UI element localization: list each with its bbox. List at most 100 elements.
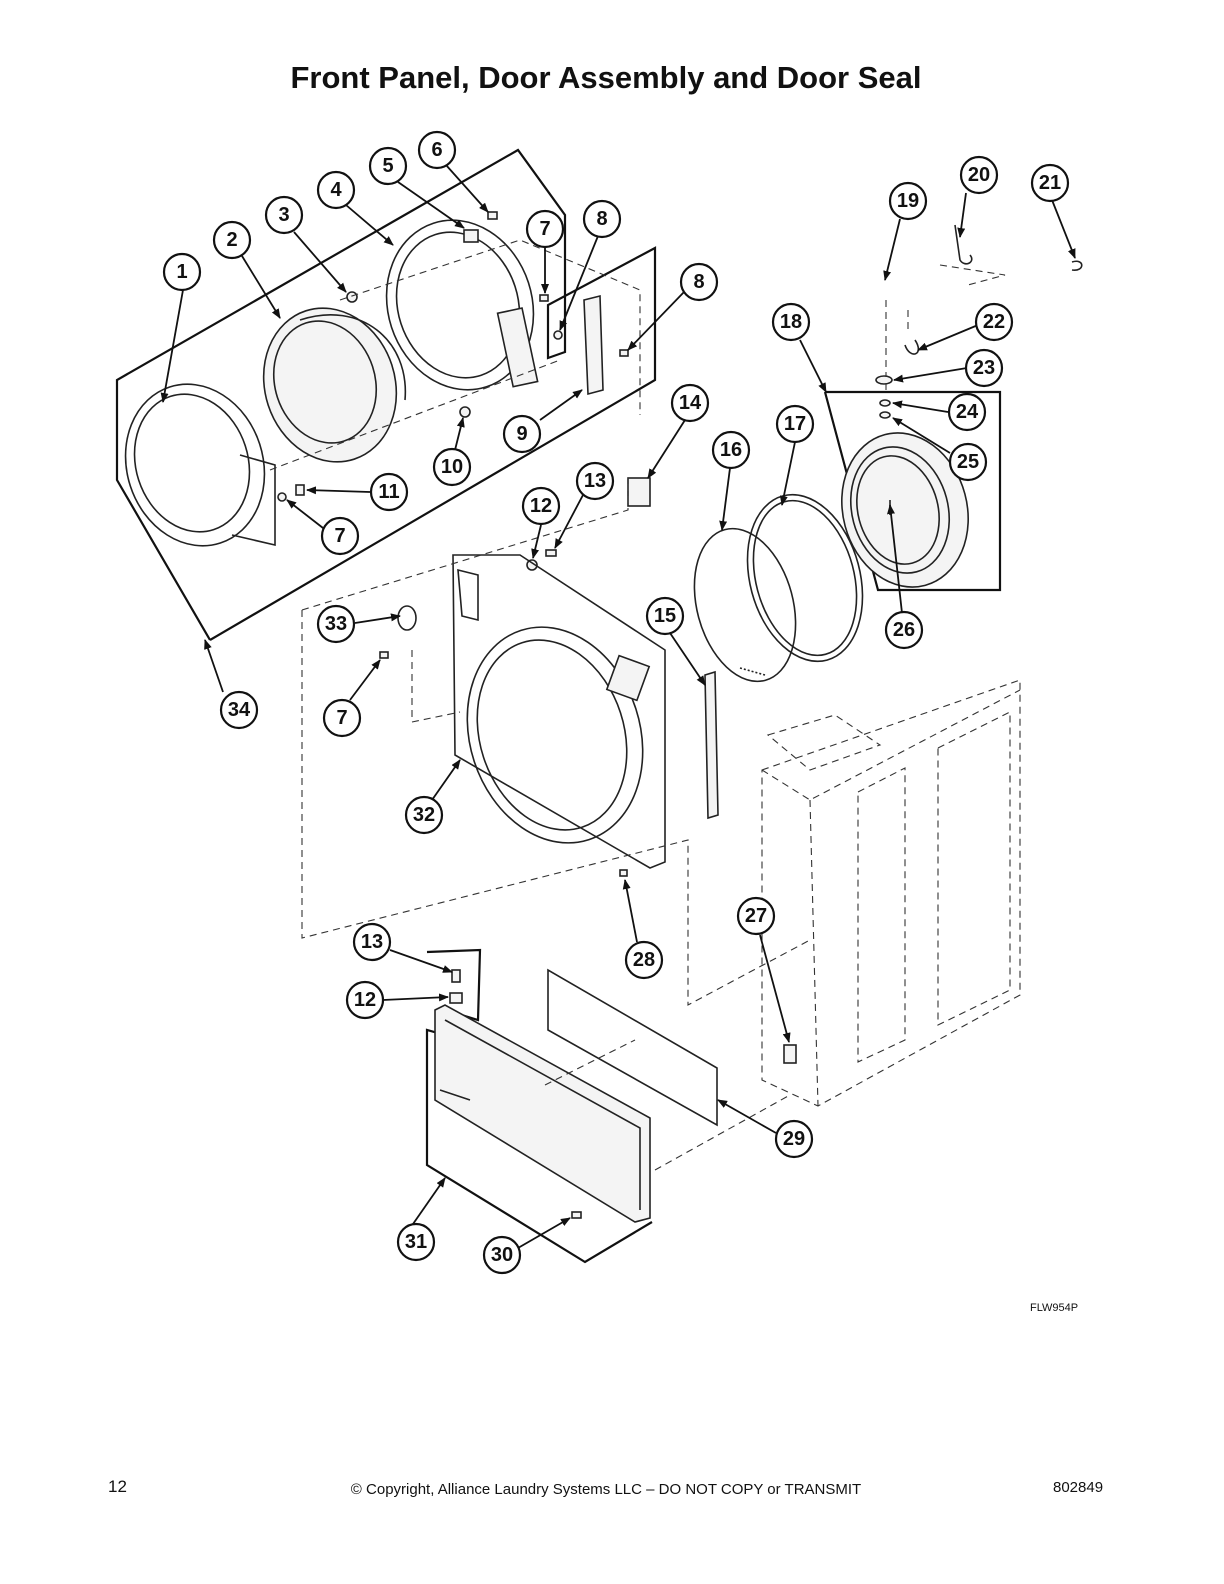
- latch-bracket-part: [627, 477, 651, 507]
- screw-part-28: [619, 869, 628, 877]
- callout-34: 34: [219, 690, 259, 730]
- svg-text:4: 4: [330, 179, 342, 201]
- plug-part-3: [346, 291, 358, 303]
- callout-25: 25: [948, 442, 988, 482]
- callout-17: 17: [775, 404, 815, 444]
- lower-dash: [544, 1039, 791, 1171]
- svg-text:19: 19: [897, 190, 919, 212]
- door-alignment-line-a: [339, 239, 641, 415]
- washer-part-24: [879, 399, 891, 407]
- svg-text:3: 3: [278, 204, 289, 226]
- callout-10: 10: [432, 447, 472, 487]
- svg-text:30: 30: [491, 1244, 513, 1266]
- screw-part-7-upper: [539, 294, 549, 302]
- callout-22: 22: [974, 302, 1014, 342]
- wire-clamp-ring-part: [693, 527, 797, 683]
- svg-text:31: 31: [405, 1231, 427, 1253]
- svg-text:2: 2: [226, 229, 237, 251]
- svg-text:25: 25: [957, 451, 979, 473]
- door-outer-ring-part: [124, 383, 276, 547]
- svg-text:13: 13: [584, 470, 606, 492]
- callout-13-upper: 13: [575, 461, 615, 501]
- hose-dash: [885, 264, 1006, 390]
- screw-part-8-upper: [553, 330, 563, 340]
- drawing-code: FLW954P: [1030, 1302, 1079, 1314]
- clip-part-11: [295, 484, 305, 496]
- svg-text:5: 5: [382, 155, 393, 177]
- callout-27: 27: [736, 896, 776, 936]
- page-title: Front Panel, Door Assembly and Door Seal: [290, 60, 922, 95]
- svg-text:15: 15: [654, 605, 676, 627]
- svg-text:28: 28: [633, 949, 655, 971]
- callout-31: 31: [396, 1222, 436, 1262]
- document-number: 802849: [1053, 1479, 1104, 1496]
- front-panel-part: [452, 554, 666, 869]
- lower-panel-part: [434, 1004, 651, 1223]
- callout-18: 18: [771, 302, 811, 342]
- grommet-part-12-upper: [526, 559, 538, 571]
- callout-14: 14: [670, 383, 710, 423]
- washer-part-23: [875, 375, 893, 385]
- plug-part-10: [459, 406, 471, 418]
- svg-text:12: 12: [530, 495, 552, 517]
- svg-text:8: 8: [596, 208, 607, 230]
- screw-part-6: [487, 211, 498, 220]
- callout-7-hinge: 7: [525, 209, 565, 249]
- svg-text:29: 29: [783, 1128, 805, 1150]
- callout-16: 16: [711, 430, 751, 470]
- door-alignment-line-b: [269, 359, 561, 471]
- vent-hose-part-inner: [880, 237, 1070, 299]
- grommet-part-12-lower: [449, 992, 463, 1004]
- latch-part-27: [783, 1044, 797, 1064]
- callout-7-door: 7: [320, 516, 360, 556]
- svg-text:18: 18: [780, 311, 802, 333]
- svg-text:23: 23: [973, 357, 995, 379]
- hinge-plate-part: [583, 294, 604, 396]
- svg-text:8: 8: [693, 271, 704, 293]
- svg-text:17: 17: [784, 413, 806, 435]
- callout-19: 19: [888, 181, 928, 221]
- screw-part-13-lower: [451, 969, 461, 983]
- svg-text:26: 26: [893, 619, 915, 641]
- svg-text:7: 7: [336, 707, 347, 729]
- svg-text:12: 12: [354, 989, 376, 1011]
- door-assembly-group-outline: [115, 148, 657, 641]
- door-glass-part: [262, 307, 407, 463]
- svg-text:13: 13: [361, 931, 383, 953]
- screw-part-13-upper: [545, 549, 557, 557]
- callout-15: 15: [645, 596, 685, 636]
- callout-12-lower: 12: [345, 980, 385, 1020]
- callout-7-panel: 7: [322, 698, 362, 738]
- callout-29: 29: [774, 1119, 814, 1159]
- clamp-part-21: [1071, 260, 1083, 271]
- callout-5: 5: [368, 146, 408, 186]
- panel-alignment-dash: [301, 610, 811, 1006]
- svg-text:20: 20: [968, 164, 990, 186]
- cabinet-outline: [761, 679, 1021, 1107]
- clamp-part-22: [904, 339, 920, 355]
- svg-text:34: 34: [228, 699, 251, 721]
- screw-part-30: [571, 1211, 582, 1219]
- door-inner-frame-part: [385, 219, 539, 391]
- svg-text:9: 9: [516, 423, 527, 445]
- washer-part-25: [879, 411, 891, 419]
- callout-30: 30: [482, 1235, 522, 1275]
- callout-11: 11: [369, 472, 409, 512]
- svg-text:24: 24: [956, 401, 979, 423]
- callout-24: 24: [947, 392, 987, 432]
- panel-alignment-dash-inner: [411, 650, 461, 723]
- vent-hose-part: [881, 239, 1069, 298]
- svg-text:22: 22: [983, 311, 1005, 333]
- copyright-notice: © Copyright, Alliance Laundry Systems LL…: [350, 1481, 862, 1498]
- svg-text:14: 14: [679, 392, 702, 414]
- door-seal-part: [841, 432, 969, 588]
- svg-text:6: 6: [431, 139, 442, 161]
- callout-26: 26: [884, 610, 924, 650]
- callout-28: 28: [624, 940, 664, 980]
- callout-23: 23: [964, 348, 1004, 388]
- clamp-part-20: [954, 224, 973, 265]
- page-number: 12: [108, 1477, 127, 1496]
- svg-text:7: 7: [539, 218, 550, 240]
- sound-pad-part: [547, 968, 718, 1127]
